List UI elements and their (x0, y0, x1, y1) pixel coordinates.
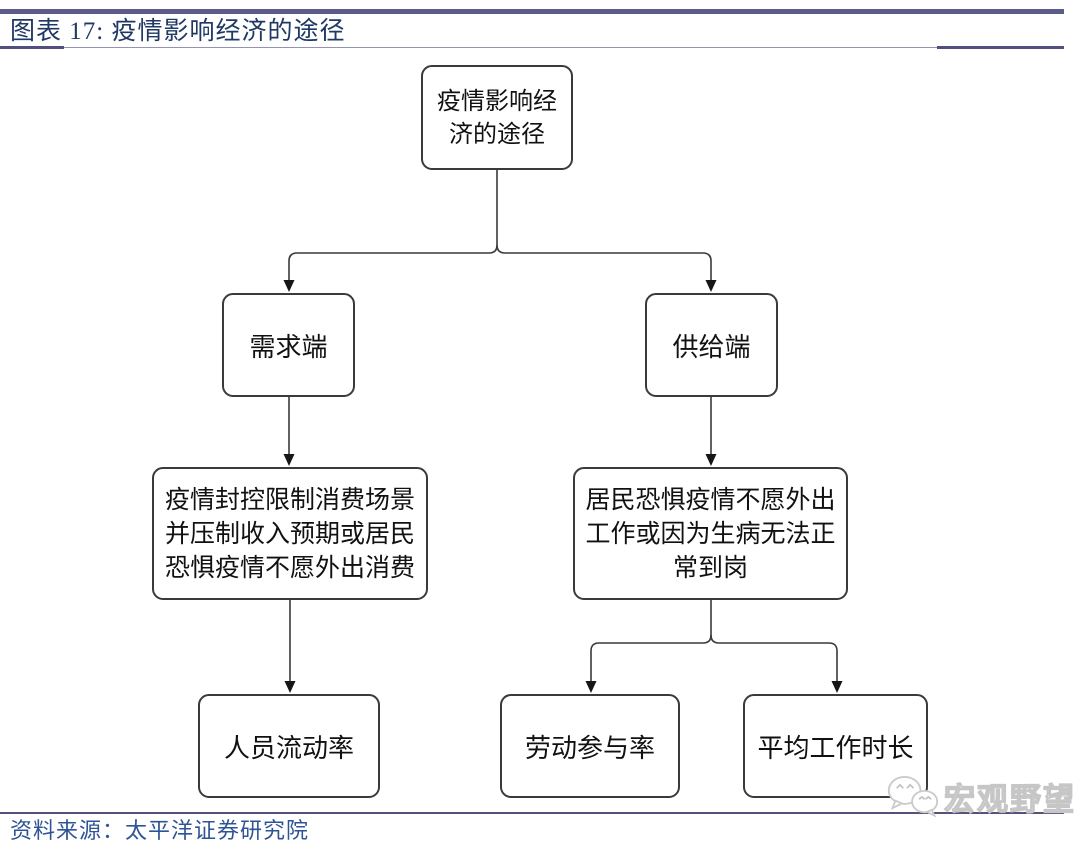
connector-root-to-demand (288, 170, 498, 281)
connector-detail-to-hours (710, 634, 838, 682)
node-participation-label: 劳动参与率 (524, 732, 655, 763)
watermark: 宏观野望 (886, 772, 1076, 820)
node-supply-label: 供给端 (672, 331, 751, 362)
connector-root-to-supply (496, 244, 712, 281)
arrowhead-hours (831, 681, 843, 693)
node-hours-label: 平均工作时长 (757, 732, 914, 763)
wechat-icon (887, 775, 939, 818)
flowchart-node-root: 疫情影响经 济的途径 (421, 65, 573, 170)
node-supply-detail-label: 居民恐惧疫情不愿外出 工作或因为生病无法正 常到岗 (585, 485, 836, 582)
flowchart-node-mobility-rate: 人员流动率 (198, 694, 380, 798)
source-note: 资料来源：太平洋证券研究院 (10, 818, 310, 843)
top-rule (0, 9, 1064, 14)
title-rule-right-segment (937, 46, 1064, 49)
bottom-rule (0, 812, 1064, 814)
arrowhead-demand (283, 280, 295, 292)
node-demand-detail-label: 疫情封控限制消费场景 并压制收入预期或居民 恐惧疫情不愿外出消费 (164, 485, 415, 582)
title-rule-left-segment (0, 46, 64, 49)
flowchart-node-demand: 需求端 (222, 293, 355, 397)
arrowhead-demand-detail (283, 454, 295, 466)
flowchart-node-supply: 供给端 (645, 293, 778, 397)
watermark-text: 宏观野望 (943, 781, 1076, 817)
connector-detail-to-participation (590, 600, 712, 682)
flowchart-node-demand-detail: 疫情封控限制消费场景 并压制收入预期或居民 恐惧疫情不愿外出消费 (152, 467, 428, 600)
arrowhead-supply (705, 280, 717, 292)
flowchart-node-labor-participation: 劳动参与率 (500, 694, 680, 798)
node-demand-label: 需求端 (249, 331, 328, 362)
arrowhead-participation (585, 681, 597, 693)
node-mobility-label: 人员流动率 (223, 732, 354, 763)
figure-title: 图表 17: 疫情影响经济的途径 (10, 18, 346, 45)
arrowhead-mobility (284, 681, 296, 693)
flowchart-node-supply-detail: 居民恐惧疫情不愿外出 工作或因为生病无法正 常到岗 (573, 467, 848, 600)
node-root-label: 疫情影响经 济的途径 (437, 87, 557, 148)
arrowhead-supply-detail (705, 454, 717, 466)
title-rule (0, 46, 1064, 49)
